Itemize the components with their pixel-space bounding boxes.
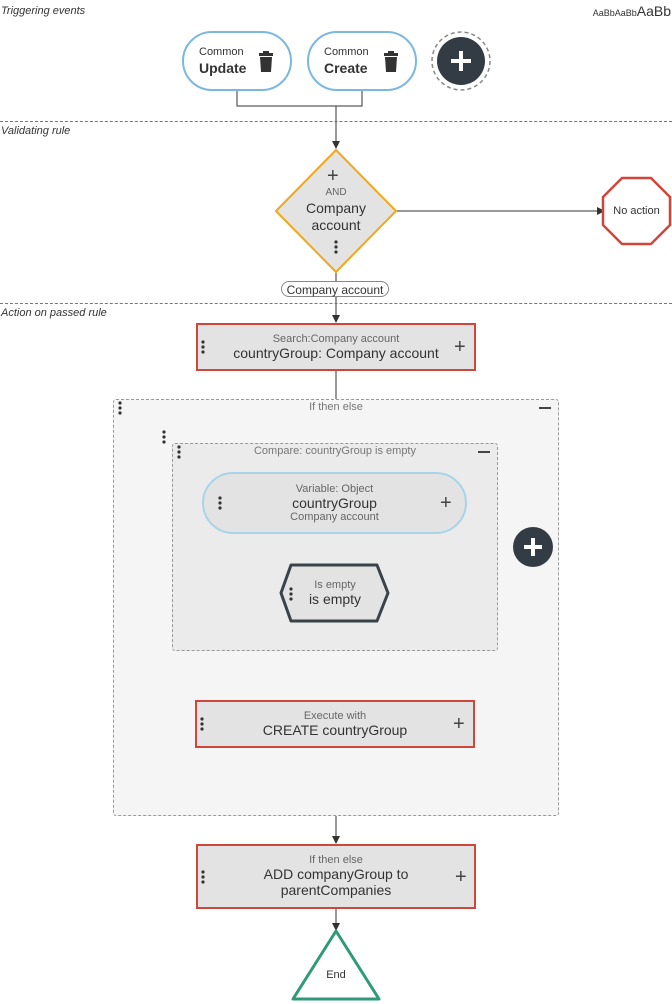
node-type: Search:Company account	[272, 333, 400, 345]
node-label: is empty	[308, 591, 362, 607]
plus-icon[interactable]: +	[453, 713, 465, 735]
plus-icon[interactable]: +	[454, 336, 466, 358]
end-node[interactable]	[291, 929, 381, 1001]
node-label-line2: parentCompanies	[280, 882, 392, 898]
rule-diamond[interactable]	[274, 148, 398, 274]
more-vertical-icon[interactable]	[201, 870, 205, 884]
node-type: If then else	[309, 854, 363, 866]
add-company-group-node[interactable]: If then else ADD companyGroup to parentC…	[196, 844, 476, 909]
rule-operator: AND	[325, 187, 347, 198]
more-vertical-icon[interactable]	[201, 340, 205, 354]
more-vertical-icon[interactable]	[334, 240, 338, 254]
add-trigger-button[interactable]	[430, 30, 492, 92]
rule-label-line2: account	[311, 217, 361, 233]
more-vertical-icon[interactable]	[289, 587, 293, 601]
group-title: If then else	[309, 401, 363, 413]
section-divider	[0, 121, 672, 122]
node-detail: Company account	[290, 511, 379, 523]
trash-icon[interactable]	[382, 51, 400, 73]
search-action-node[interactable]: Search:Company account countryGroup: Com…	[196, 323, 476, 371]
is-empty-node[interactable]	[279, 563, 391, 623]
no-action-label: No action	[613, 205, 660, 217]
group-title: Compare: countryGroup is empty	[253, 445, 416, 457]
collapse-icon[interactable]	[539, 407, 551, 409]
plus-icon[interactable]: +	[455, 866, 467, 888]
node-label: countryGroup: Company account	[233, 345, 439, 361]
rule-label-line1: Company	[306, 200, 366, 216]
plus-icon[interactable]: +	[327, 165, 339, 187]
font-sample-small: AaBbAaBb	[592, 8, 637, 18]
trigger-update-node[interactable]: Common Update	[182, 31, 292, 91]
section-divider	[0, 303, 672, 304]
collapse-icon[interactable]	[478, 451, 490, 453]
more-vertical-icon[interactable]	[200, 717, 204, 731]
trigger-type: Common	[199, 46, 244, 58]
end-label: End	[326, 969, 346, 981]
node-label-line1: ADD companyGroup to	[263, 866, 409, 882]
trigger-name: Create	[324, 60, 368, 76]
node-label: countryGroup	[292, 495, 377, 511]
section-label-action: Action on passed rule	[1, 307, 107, 319]
more-vertical-icon[interactable]	[177, 445, 181, 459]
node-type: Execute with	[303, 710, 367, 722]
trigger-create-node[interactable]: Common Create	[307, 31, 417, 91]
plus-icon[interactable]: +	[440, 492, 452, 514]
font-sample-large: AaBb	[636, 3, 671, 19]
section-label-validating: Validating rule	[1, 125, 71, 137]
font-size-sample[interactable]: AaBbAaBbAaBb	[593, 3, 671, 21]
more-vertical-icon[interactable]	[162, 430, 166, 444]
trash-icon[interactable]	[257, 51, 275, 73]
execute-node[interactable]: Execute with CREATE countryGroup	[195, 700, 475, 748]
more-vertical-icon[interactable]	[118, 401, 122, 415]
node-type: Is empty	[314, 579, 356, 591]
node-label: CREATE countryGroup	[262, 722, 408, 738]
edge-label: Company account	[281, 281, 389, 297]
add-branch-button[interactable]	[512, 527, 554, 569]
trigger-name: Update	[199, 60, 247, 76]
trigger-type: Common	[324, 46, 369, 58]
variable-node[interactable]: Variable: Object countryGroup Company ac…	[202, 472, 467, 534]
more-vertical-icon[interactable]	[218, 496, 222, 510]
node-type: Variable: Object	[295, 483, 374, 495]
section-label-triggering: Triggering events	[1, 5, 86, 17]
no-action-node[interactable]	[601, 176, 672, 246]
